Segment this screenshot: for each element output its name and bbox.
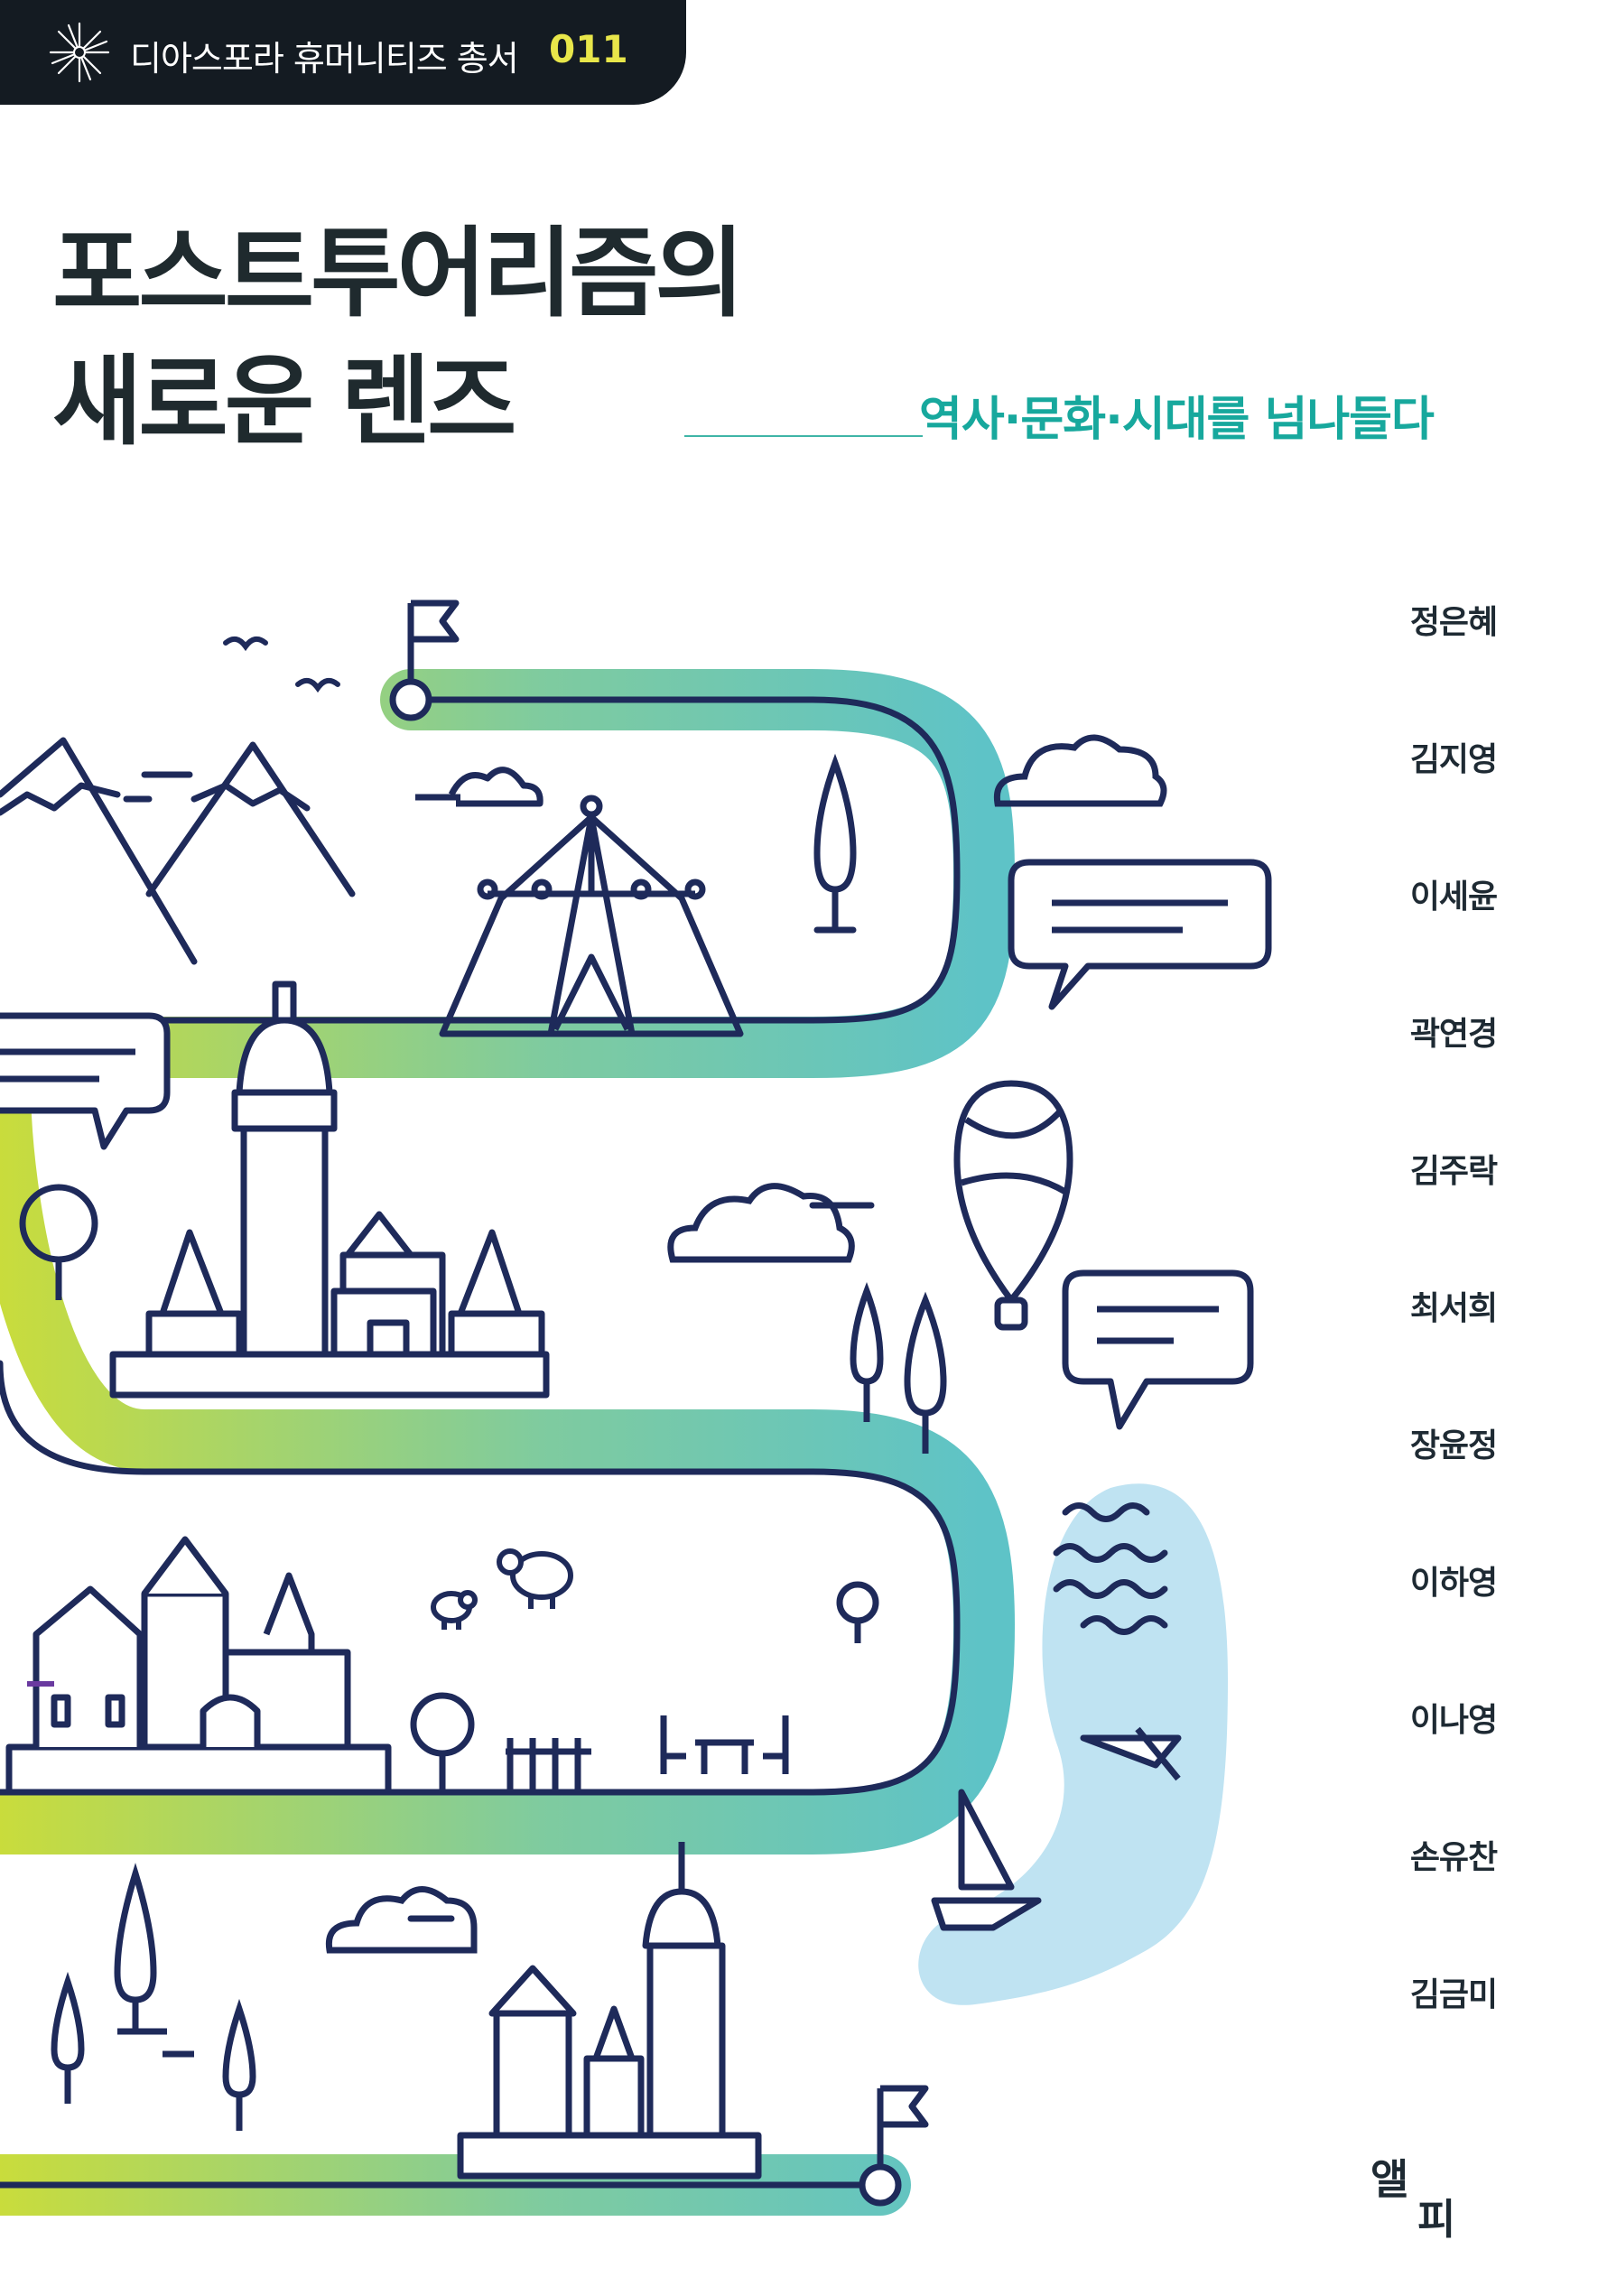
fence-icon — [506, 1738, 591, 1792]
tree-icon — [19, 1184, 98, 1300]
tree-icon — [813, 753, 857, 934]
subtitle-rule — [684, 435, 923, 437]
mountain-icon — [0, 737, 356, 965]
series-tab: 디아스포라 휴머니티즈 총서 011 — [0, 0, 686, 105]
sailboat-icon — [931, 1789, 1042, 1931]
author-name: 김주락 — [1409, 1153, 1498, 1190]
author-name: 김지영 — [1409, 741, 1498, 778]
cloud-icon — [993, 734, 1167, 807]
speech-bubble-icon — [1062, 1269, 1254, 1430]
book-title-line-2: 새로운 렌즈 — [52, 346, 516, 459]
castle-icon — [5, 1536, 392, 1796]
lake-shape — [918, 1483, 1228, 2005]
author-name: 이나영 — [1409, 1702, 1498, 1739]
flag-icon — [859, 2085, 929, 2207]
flag-icon — [389, 600, 460, 721]
author-name: 김금미 — [1409, 1976, 1498, 2013]
author-name: 장윤정 — [1409, 1427, 1498, 1464]
speech-bubble-icon — [0, 1012, 171, 1150]
sheep-icon — [431, 1548, 573, 1630]
boat-icon — [1080, 1726, 1182, 1781]
bird-icon — [223, 636, 340, 693]
author-list: 정은혜 김지영 이세윤 곽연경 김주락 최서희 장윤정 이하영 이나영 손유찬 … — [1363, 596, 1544, 2105]
author-name: 최서희 — [1409, 1290, 1498, 1327]
tree-icon — [850, 1282, 947, 1454]
svg-text:앨: 앨 — [1370, 2155, 1408, 2204]
hot-air-balloon-icon — [953, 1080, 1073, 1331]
book-title-line-1: 포스트투어리즘의 — [52, 218, 745, 330]
road-center-line — [0, 696, 961, 2189]
tree-icon — [410, 1692, 475, 1796]
author-name: 정은혜 — [1409, 604, 1498, 641]
circus-tent-icon — [415, 767, 744, 1037]
palace-icon — [109, 981, 550, 1399]
svg-text:피: 피 — [1417, 2195, 1455, 2241]
author-name: 이하영 — [1409, 1565, 1498, 1602]
tree-icon — [836, 1581, 879, 1643]
publisher-logo: 앨 피 — [1370, 2155, 1455, 2241]
cloud-icon — [667, 1183, 875, 1263]
castle-icon — [457, 1842, 762, 2180]
book-subtitle: 역사·문화·시대를 넘나들다 — [919, 393, 1435, 447]
cloud-icon — [325, 1886, 478, 1954]
speech-bubble-icon — [1008, 859, 1272, 1010]
water-waves-icon — [1053, 1502, 1168, 1635]
series-label: 디아스포라 휴머니티즈 총서 — [130, 39, 519, 79]
tree-icon — [51, 1863, 256, 2131]
series-number: 011 — [549, 27, 628, 71]
cover-illustration — [0, 600, 1272, 2216]
author-name: 손유찬 — [1409, 1839, 1498, 1876]
firework-icon — [49, 22, 110, 83]
author-name: 이세윤 — [1409, 878, 1498, 916]
author-name: 곽연경 — [1409, 1016, 1498, 1053]
picnic-table-icon — [660, 1715, 789, 1774]
